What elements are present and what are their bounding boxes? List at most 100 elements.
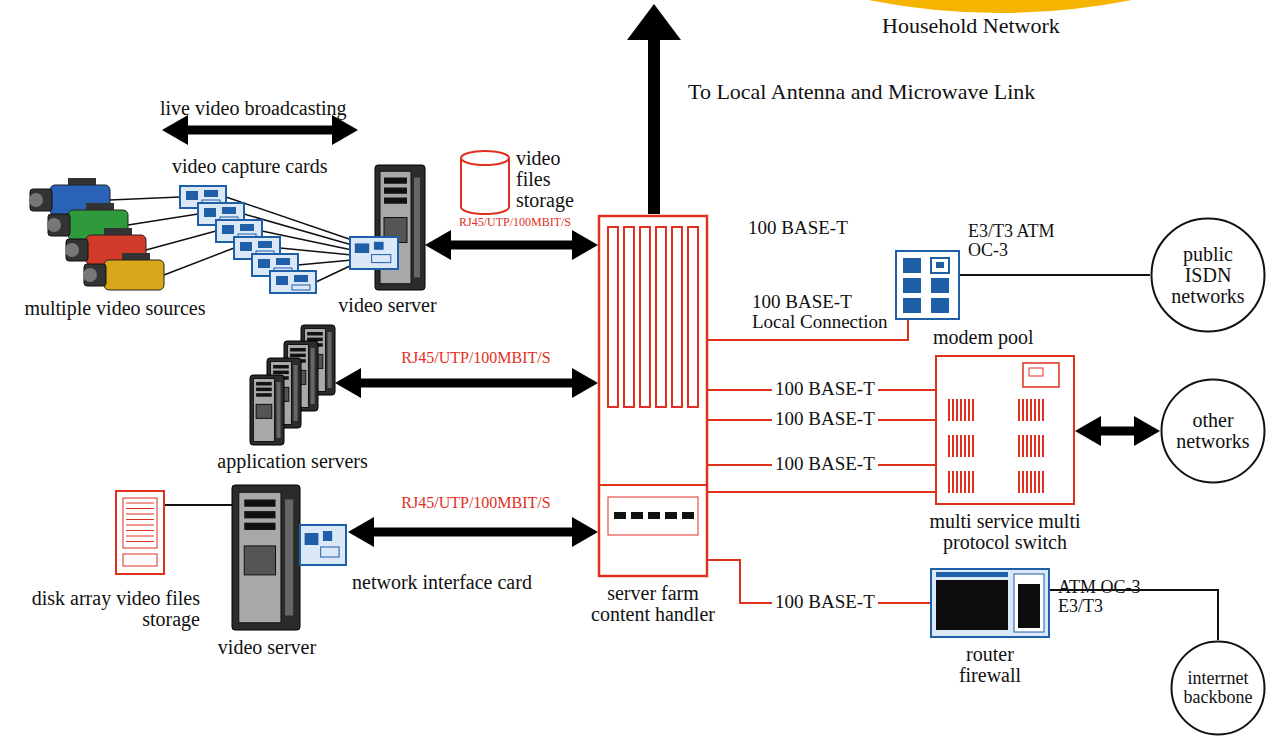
multiservice-switch-outline-part — [1026, 399, 1028, 421]
multiservice-switch-outline-part — [1038, 435, 1040, 457]
modem-pool-outline — [895, 250, 960, 320]
storage-cylinder-outline-part — [461, 151, 509, 165]
link-arrow — [353, 379, 580, 388]
network-circle-caption-holder: public ISDN networks — [1150, 217, 1266, 333]
modem-pool: modem pool — [895, 250, 960, 320]
video-server-outline-part — [350, 165, 425, 290]
video-server-outline-part — [323, 531, 332, 541]
connector-label: E3/T3 ATM OC-3 — [968, 222, 1055, 260]
connector-label-holder: ATM OC-3 E3/T3 — [1058, 578, 1145, 616]
disk-array-outline-part — [123, 498, 157, 548]
router-firewall-outline-part — [931, 569, 1049, 637]
label-holder: live video broadcasting — [160, 98, 347, 119]
connector-label-holder: 100 BASE-T — [772, 409, 878, 429]
multiservice-switch-outline-part — [935, 355, 1075, 505]
router-firewall-outline-part — [936, 572, 1008, 577]
multiservice-switch-outline-part — [1034, 435, 1036, 457]
multiservice-switch-outline-part — [1030, 435, 1032, 457]
multiservice-switch-outline-part — [1018, 399, 1020, 421]
application-servers-outline-part — [307, 332, 323, 336]
caption-text: Household Network — [882, 14, 1060, 37]
camera-group-outline — [30, 170, 165, 295]
multiservice-switch-outline-part — [960, 399, 962, 421]
camera-group-outline-part — [29, 193, 43, 207]
multiservice-switch-outline-part — [1022, 471, 1024, 493]
camera-group: multiple video sources — [30, 170, 165, 295]
camera-wires-part — [128, 214, 198, 225]
video-server-outline-part — [244, 546, 275, 575]
application-servers-outline-part — [328, 332, 332, 388]
connector-label: RJ45/UTP/100MBIT/S — [360, 350, 592, 367]
camera-group-outline-part — [104, 260, 164, 290]
connector-label-holder: 100 BASE-T — [772, 592, 878, 612]
link-arrow — [443, 241, 580, 250]
modem-pool-caption-holder: modem pool — [933, 327, 1034, 348]
server-farm-outline-part — [598, 215, 708, 577]
caption-text: 100 BASE-T — [748, 218, 848, 238]
disk-array-outline-part — [126, 536, 154, 537]
multiservice-switch-outline-part — [956, 471, 958, 493]
multiservice-switch-outline-part — [1030, 399, 1032, 421]
server-farm-outline-part — [672, 227, 682, 407]
network-circle-label: interrnet backbone — [1176, 669, 1261, 707]
caption-text: To Local Antenna and Microwave Link — [688, 80, 1035, 103]
storage-cylinder-outline-part — [461, 158, 509, 214]
video-server-outline-part — [244, 511, 275, 518]
server-farm-outline — [598, 215, 708, 577]
video-server-outline — [350, 165, 425, 290]
capture-card-part — [258, 241, 272, 248]
connector-label-holder: RJ45/UTP/100MBIT/S — [360, 350, 592, 367]
camera-group-outline-part — [84, 264, 106, 286]
multiservice-switch-outline-part — [972, 471, 974, 493]
multiservice-switch-outline-part — [1042, 435, 1044, 457]
application-servers-outline-part — [277, 382, 281, 438]
multiservice-switch-outline-part — [1018, 435, 1020, 457]
capture-card-part — [294, 275, 308, 282]
application-servers-outline-part — [290, 354, 306, 358]
multiservice-switch-outline-part — [1042, 471, 1044, 493]
disk-array-outline-part — [123, 554, 157, 566]
server-farm-outline-part — [608, 227, 618, 407]
multiservice-switch-caption-holder: multi service multi protocol switch — [915, 511, 1095, 553]
connector-label-holder: 100 BASE-T Local Connection — [752, 292, 894, 332]
camera-group-outline-part — [66, 239, 88, 261]
camera-group-outline-part — [65, 243, 79, 257]
server-farm-outline-part — [624, 227, 634, 407]
video-server-outline-part — [384, 188, 407, 194]
multiservice-switch-outline-part — [1038, 471, 1040, 493]
multiservice-switch-outline-part — [972, 435, 974, 457]
multiservice-switch-outline-part — [1042, 399, 1044, 421]
camera-group-outline-part — [30, 170, 165, 295]
connector-label: 100 BASE-T — [772, 379, 878, 399]
router-firewall-outline-part — [1014, 574, 1044, 632]
video-server: video server — [350, 165, 425, 290]
caption-text: video capture cards — [172, 156, 327, 177]
multiservice-switch-outline-part — [964, 471, 966, 493]
multiservice-switch-outline-part — [964, 399, 966, 421]
caption-text: network interface card — [352, 572, 532, 593]
household-arc — [868, 0, 1132, 13]
server-farm-outline-part — [599, 484, 707, 486]
application-servers-outline-part — [253, 379, 274, 442]
label-holder: network interface card — [352, 572, 532, 593]
network-circle-outline-part — [1152, 219, 1265, 332]
connector-label: RJ45/UTP/100MBIT/S — [360, 495, 592, 512]
connector-label: 100 BASE-T — [772, 592, 878, 612]
broadcast-arrow — [180, 126, 340, 135]
connector-label-holder: 100 BASE-T — [772, 379, 878, 399]
disk-array: disk array video files storage — [115, 490, 165, 575]
application-servers-caption-holder: application servers — [200, 451, 385, 472]
camera-group-caption-holder: multiple video sources — [5, 298, 225, 319]
disk-array-outline-part — [126, 530, 154, 531]
server-farm-caption-holder: server farm content handler — [578, 583, 728, 625]
router-firewall-outline-part — [936, 580, 1008, 630]
modem-pool-outline-part — [895, 250, 960, 320]
video-server-outline-part — [355, 243, 369, 253]
multiservice-switch-outline-part — [1023, 363, 1059, 387]
card-wires-part — [298, 260, 352, 265]
label-holder: video capture cards — [172, 156, 327, 177]
multiservice-switch-outline-part — [968, 435, 970, 457]
capture-card-part — [240, 242, 252, 251]
network-circle-outline-part — [1162, 380, 1265, 483]
